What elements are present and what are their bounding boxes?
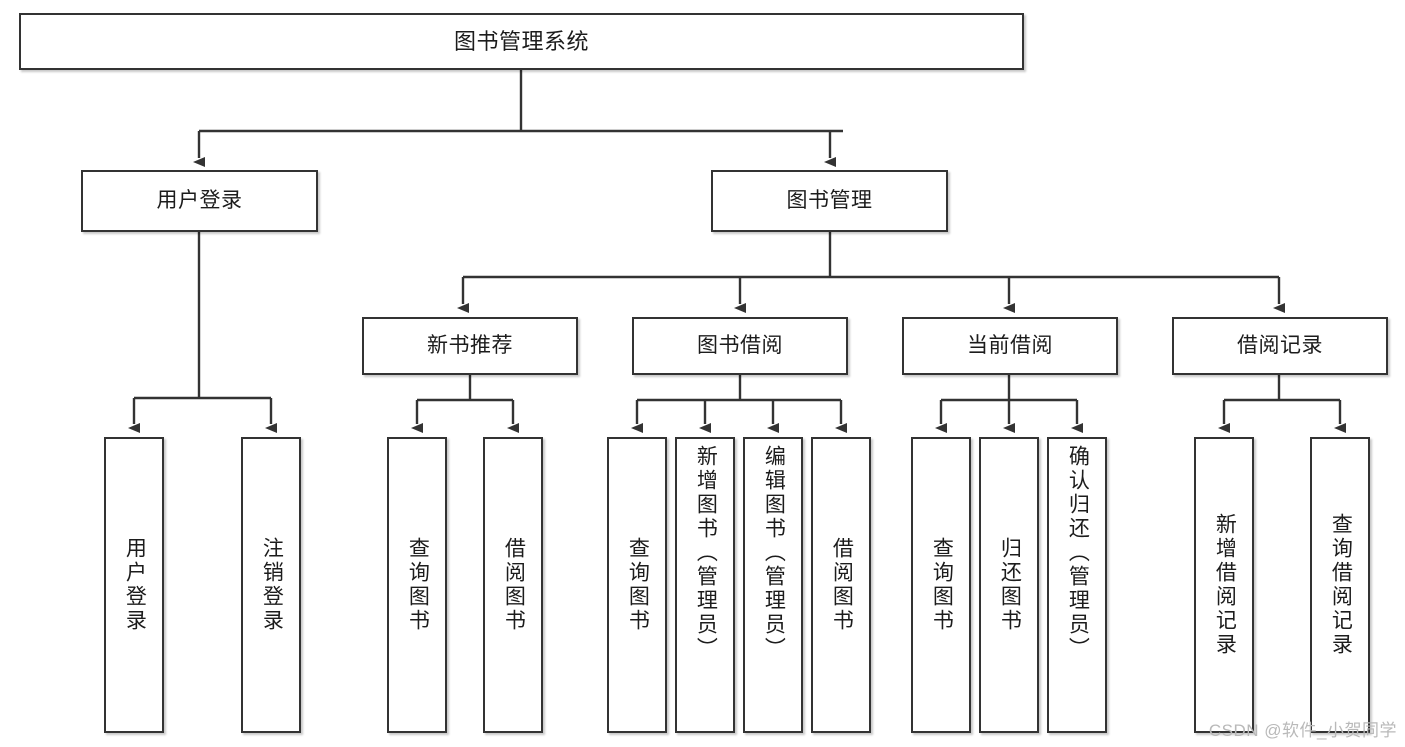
node-current-borrow[interactable]: 当前借阅: [902, 317, 1118, 375]
leaf-book-borrow-borrow-book[interactable]: 借阅图书: [811, 437, 871, 733]
leaf-label: 查询图书: [930, 537, 954, 633]
node-user-login[interactable]: 用户登录: [81, 170, 318, 232]
node-root-book-management-system[interactable]: 图书管理系统: [19, 13, 1024, 70]
node-label: 用户登录: [156, 188, 243, 212]
leaf-label: 查询借阅记录: [1329, 513, 1353, 657]
node-label: 新书推荐: [427, 333, 513, 357]
leaf-label: 查询图书: [626, 537, 650, 633]
leaf-current-borrow-return-book[interactable]: 归还图书: [979, 437, 1039, 733]
node-book-borrow[interactable]: 图书借阅: [632, 317, 848, 375]
leaf-label: 借阅图书: [830, 537, 854, 633]
leaf-current-borrow-confirm-return-admin[interactable]: 确认归还（管理员）: [1047, 437, 1107, 733]
leaf-book-borrow-add-book-admin[interactable]: 新增图书（管理员）: [675, 437, 735, 733]
leaf-user-login-logout[interactable]: 注销登录: [241, 437, 301, 733]
leaf-new-book-query-book[interactable]: 查询图书: [387, 437, 447, 733]
node-label: 借阅记录: [1237, 333, 1323, 357]
node-label: 当前借阅: [967, 333, 1053, 357]
leaf-label: 查询图书: [406, 537, 430, 633]
node-label: 图书借阅: [697, 333, 783, 357]
leaf-borrow-record-add-record[interactable]: 新增借阅记录: [1194, 437, 1254, 733]
node-label: 图书管理系统: [453, 28, 589, 54]
leaf-label: 编辑图书（管理员）: [762, 445, 786, 661]
leaf-label: 注销登录: [260, 537, 284, 633]
leaf-borrow-record-query-record[interactable]: 查询借阅记录: [1310, 437, 1370, 733]
leaf-new-book-borrow-book[interactable]: 借阅图书: [483, 437, 543, 733]
node-label: 图书管理: [786, 188, 873, 212]
leaf-current-borrow-query-book[interactable]: 查询图书: [911, 437, 971, 733]
leaf-label: 借阅图书: [502, 537, 526, 633]
node-borrow-record[interactable]: 借阅记录: [1172, 317, 1388, 375]
node-new-book-recommend[interactable]: 新书推荐: [362, 317, 578, 375]
leaf-user-login-login[interactable]: 用户登录: [104, 437, 164, 733]
csdn-watermark: CSDN @软件_小贺同学: [1208, 721, 1397, 740]
node-book-management[interactable]: 图书管理: [711, 170, 948, 232]
leaf-book-borrow-edit-book-admin[interactable]: 编辑图书（管理员）: [743, 437, 803, 733]
leaf-book-borrow-query-book[interactable]: 查询图书: [607, 437, 667, 733]
leaf-label: 确认归还（管理员）: [1066, 445, 1090, 661]
leaf-label: 新增图书（管理员）: [694, 445, 718, 661]
leaf-label: 归还图书: [998, 537, 1022, 633]
leaf-label: 用户登录: [123, 537, 147, 633]
leaf-label: 新增借阅记录: [1213, 513, 1237, 657]
